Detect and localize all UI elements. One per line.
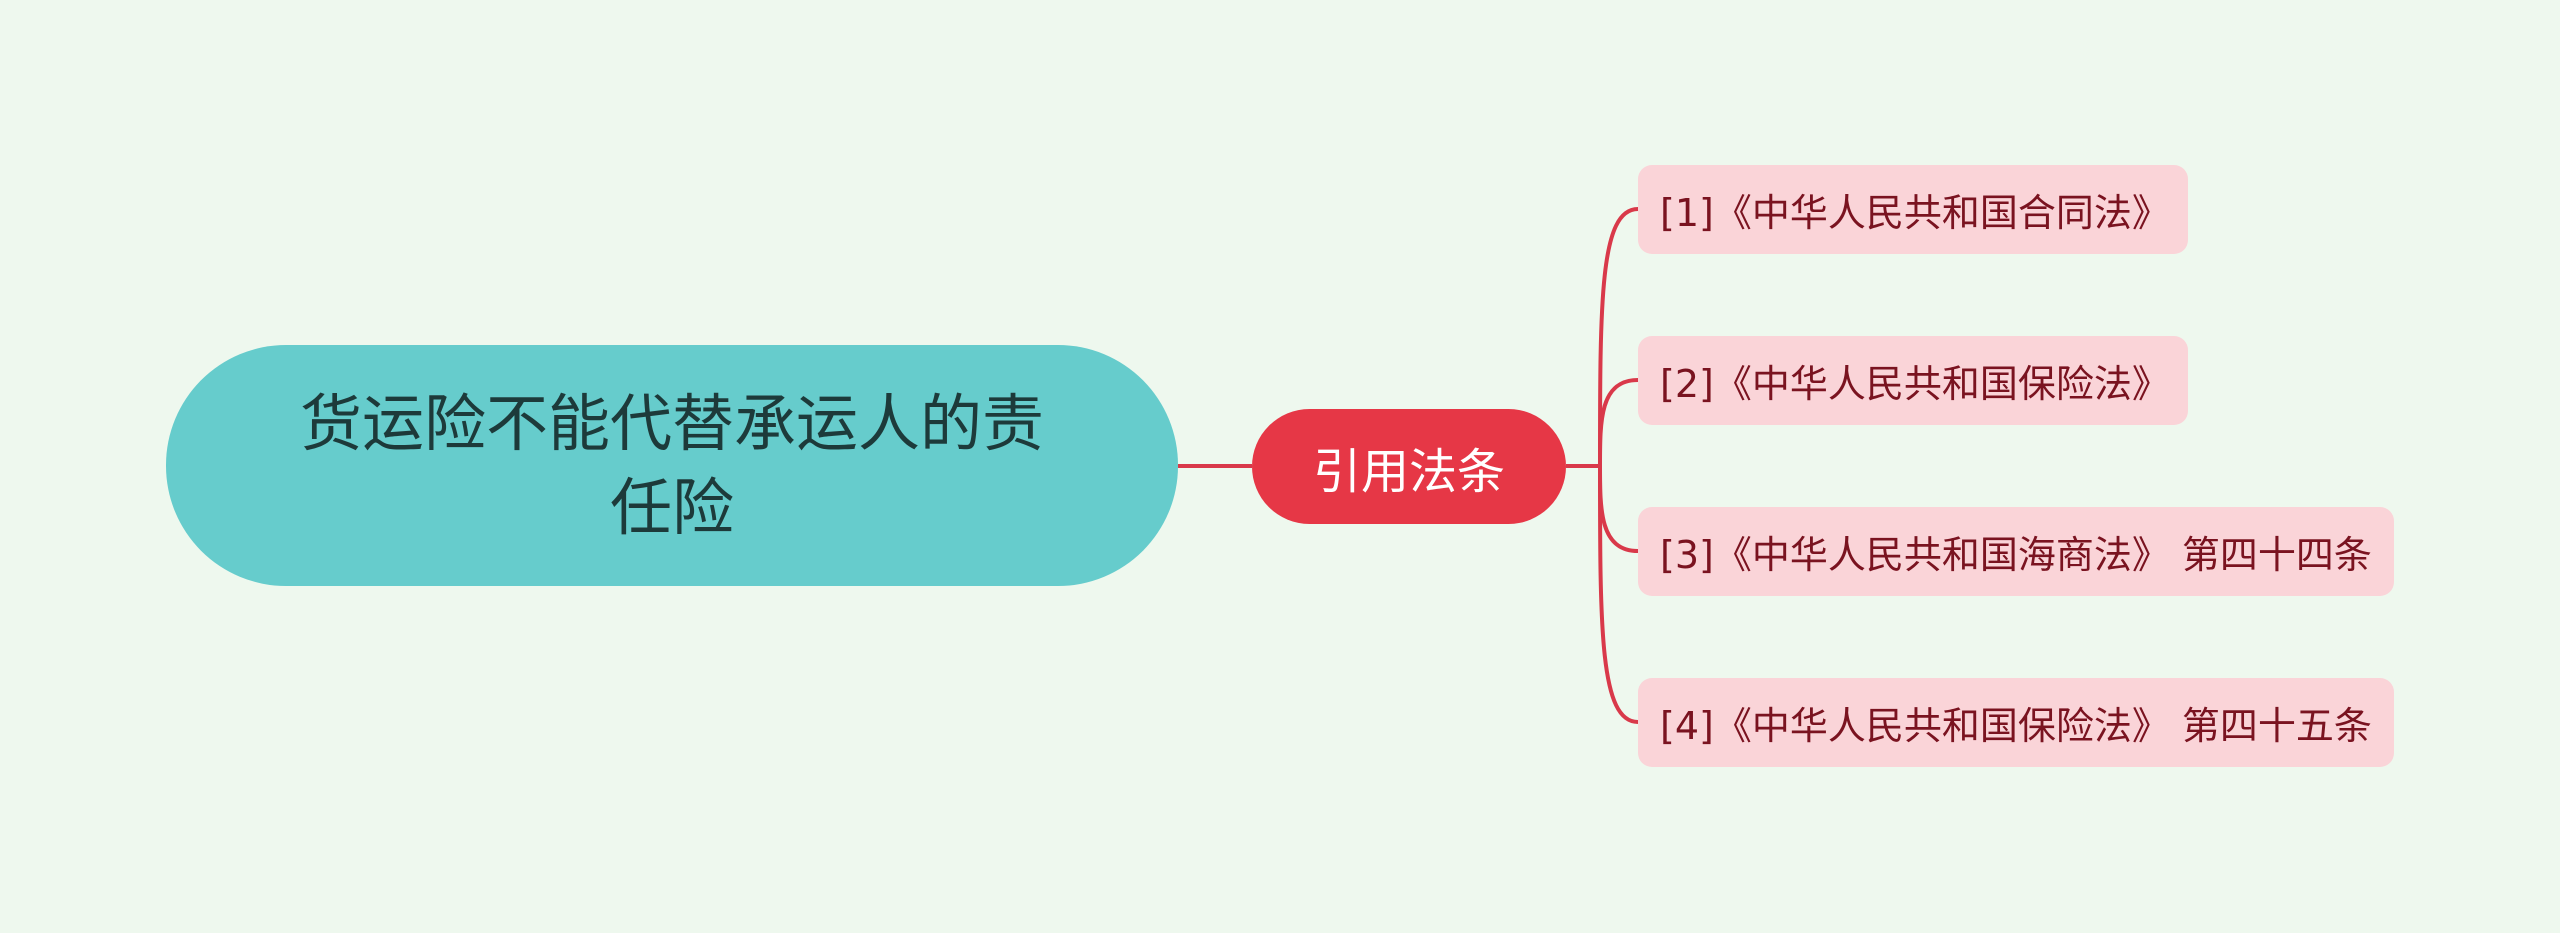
root-topic-node[interactable]: 货运险不能代替承运人的责任险 — [166, 345, 1178, 586]
branch-topic-label: 引用法条 — [1312, 443, 1505, 500]
leaf-topic-node[interactable]: [3]《中华人民共和国海商法》 第四十四条 — [1638, 507, 2394, 596]
branch-to-leaf-3-connector — [1598, 465, 1639, 553]
leaf-topic-label: [2]《中华人民共和国保险法》 — [1660, 362, 2170, 406]
branch-to-leaf-4-connector — [1598, 465, 1639, 724]
leaf-topic-node[interactable]: [2]《中华人民共和国保险法》 — [1638, 336, 2188, 425]
leaf-topic-node[interactable]: [4]《中华人民共和国保险法》 第四十五条 — [1638, 678, 2394, 767]
leaf-topic-label: [1]《中华人民共和国合同法》 — [1660, 191, 2170, 235]
leaf-topic-node[interactable]: [1]《中华人民共和国合同法》 — [1638, 165, 2188, 254]
root-topic-label: 货运险不能代替承运人的责任险 — [299, 386, 1044, 544]
branch-topic-node[interactable]: 引用法条 — [1252, 409, 1566, 524]
leaf-topic-label: [3]《中华人民共和国海商法》 第四十四条 — [1660, 533, 2372, 577]
branch-to-leaf-2-connector — [1598, 378, 1639, 467]
branch-to-leaf-1-connector — [1598, 207, 1639, 467]
leaf-topic-label: [4]《中华人民共和国保险法》 第四十五条 — [1660, 704, 2372, 748]
